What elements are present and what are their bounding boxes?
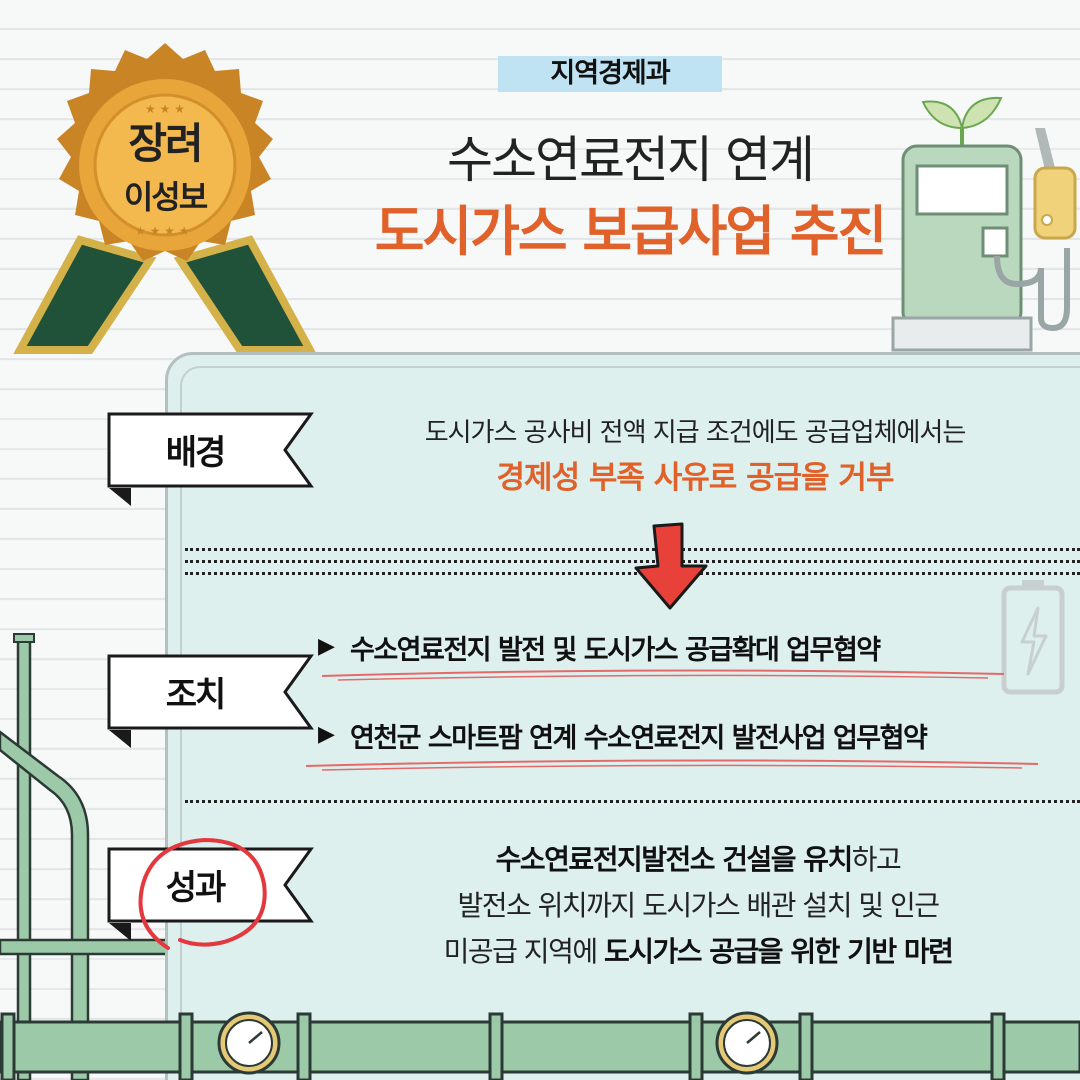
tag-background-shape xyxy=(107,412,314,506)
bullet-triangle-icon: ▶ xyxy=(318,634,335,659)
separator xyxy=(185,800,1080,803)
result-text-line3: 미공급 지역에 도시가스 공급을 위한 기반 마련 xyxy=(318,930,1078,970)
page-title-line1: 수소연료전지 연계 xyxy=(447,131,815,189)
separator xyxy=(185,548,1080,551)
page-title-line2: 도시가스 보급사업 추진 xyxy=(374,200,887,263)
award-grade: 장려 xyxy=(128,119,203,168)
svg-text:★ ★ ★: ★ ★ ★ xyxy=(145,102,185,116)
awardee-name: 이성보 xyxy=(123,178,208,216)
gas-pump-icon xyxy=(891,96,1077,352)
result-text-line1: 수소연료전지발전소 건설을 유치하고 xyxy=(318,838,1078,878)
tag-result: 성과 xyxy=(165,868,227,908)
circle-highlight-icon xyxy=(138,837,267,950)
separator xyxy=(185,572,1080,575)
result-text: 하고 xyxy=(851,843,902,876)
tag-action: 조치 xyxy=(165,675,227,715)
svg-text:★ ★ ★ ★: ★ ★ ★ ★ xyxy=(135,224,189,238)
bullet-triangle-icon: ▶ xyxy=(318,722,335,747)
content-panel xyxy=(165,352,1080,1080)
result-highlight: 수소연료전지발전소 건설을 유치 xyxy=(495,843,854,876)
result-highlight: 도시가스 공급을 위한 기반 마련 xyxy=(604,935,954,968)
pressure-gauge-icon xyxy=(715,1011,779,1075)
tag-background: 배경 xyxy=(165,433,227,473)
underline-stroke xyxy=(305,759,1039,771)
action-item: 연천군 스마트팜 연계 수소연료전지 발전사업 업무협약 xyxy=(350,723,928,754)
background-text-line2: 경제성 부족 사유로 공급을 거부 xyxy=(496,460,895,496)
separator xyxy=(185,560,1080,563)
result-text: 미공급 지역에 xyxy=(443,935,604,968)
tag-action-shape xyxy=(107,654,314,748)
award-medal-icon: ★ ★ ★ ★ ★ ★ ★ xyxy=(13,43,317,354)
pressure-gauge-icon xyxy=(217,1011,281,1075)
department-label: 지역경제과 xyxy=(498,56,722,92)
action-item: 수소연료전지 발전 및 도시가스 공급확대 업무협약 xyxy=(350,635,881,666)
result-text-line2: 발전소 위치까지 도시가스 배관 설치 및 인근 xyxy=(457,889,940,922)
background-text-line1: 도시가스 공사비 전액 지급 조건에도 공급업체에서는 xyxy=(424,418,967,448)
bottom-pipe-decoration xyxy=(0,1012,1080,1080)
battery-icon xyxy=(1001,580,1065,695)
underline-stroke xyxy=(321,669,1005,681)
arrow-down-icon xyxy=(634,522,708,610)
